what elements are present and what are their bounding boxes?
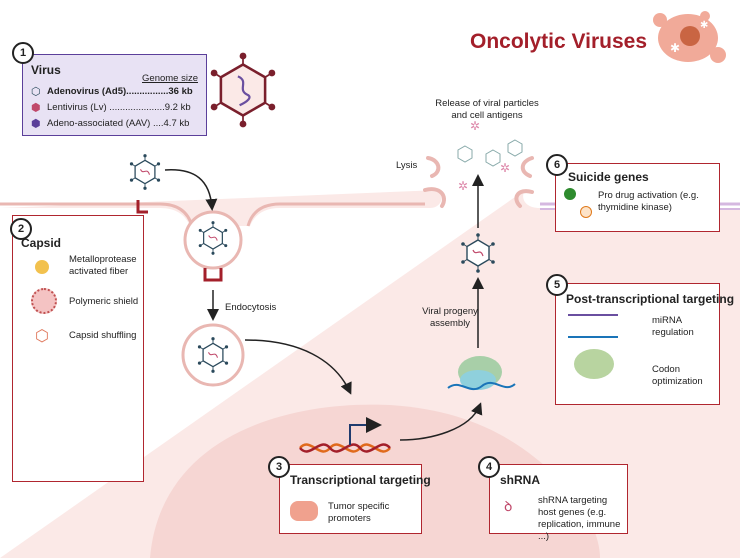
transcriptional-box: Transcriptional targeting Tumor specific…	[279, 464, 431, 534]
capsid-item-label: Capsid shuffling	[69, 330, 137, 341]
capsid-box: Capsid Metalloprotease activated fiber P…	[12, 215, 144, 482]
post-transcriptional-heading: Post-transcriptional targeting	[566, 292, 735, 306]
svg-text:✱: ✱	[670, 41, 680, 55]
svg-text:✲: ✲	[470, 119, 480, 133]
polymeric-shield-icon	[31, 288, 57, 314]
metalloprotease-fiber-icon	[35, 260, 49, 274]
page-title: Oncolytic Viruses	[470, 30, 648, 53]
capsid-item-label: Polymeric shield	[69, 296, 139, 307]
prodrug-icon	[564, 188, 576, 200]
virus-row: Adeno-associated (AAV) ....4.7 kb	[47, 118, 190, 129]
capsid-heading: Capsid	[21, 236, 62, 250]
shrna-heading: shRNA	[500, 473, 541, 487]
step-badge-4: 4	[478, 456, 500, 478]
adenovirus-icon: ⬡	[31, 86, 41, 98]
shrna-item: shRNA targeting host genes (e.g. replica…	[538, 495, 621, 542]
mirna-icon	[568, 314, 618, 338]
capsid-shuffling-icon: ⬡	[35, 328, 49, 345]
shrna-icon: ꝺ	[504, 498, 513, 514]
post-item-label: miRNA regulation	[652, 315, 694, 338]
svg-text:✲: ✲	[458, 179, 468, 193]
suicide-genes-box: Suicide genes Pro drug activation (e.g. …	[555, 163, 720, 232]
svg-text:✱: ✱	[700, 20, 708, 31]
genome-size-header: Genome size	[142, 73, 198, 84]
enzyme-icon	[580, 206, 592, 218]
step-badge-6: 6	[546, 154, 568, 176]
post-transcriptional-box: Post-transcriptional targeting miRNA reg…	[555, 283, 734, 405]
release-label: Release of viral particles and cell anti…	[435, 98, 539, 121]
virus-heading: Virus	[31, 63, 61, 77]
step-badge-3: 3	[268, 456, 290, 478]
virus-box: Virus Genome size ⬡ Adenovirus (Ad5)....…	[22, 54, 207, 136]
endocytosis-label: Endocytosis	[225, 302, 277, 313]
suicide-item: Pro drug activation (e.g. thymidine kina…	[598, 190, 699, 213]
shrna-box: shRNA ꝺ shRNA targeting host genes (e.g.…	[489, 464, 628, 542]
step-badge-1: 1	[12, 42, 34, 64]
assembly-label: Viral progeny assembly	[422, 306, 478, 329]
promoter-icon	[290, 501, 318, 521]
step-badge-5: 5	[546, 274, 568, 296]
capsid-item-label: Metalloprotease activated fiber	[69, 254, 137, 277]
ribosome-icon	[574, 349, 614, 379]
lentivirus-icon: ⬢	[31, 102, 41, 114]
transcriptional-heading: Transcriptional targeting	[290, 473, 431, 487]
transcriptional-item: Tumor specific promoters	[328, 501, 390, 524]
lysis-label: Lysis	[396, 160, 418, 171]
suicide-heading: Suicide genes	[568, 170, 649, 184]
post-item-label: Codon optimization	[652, 364, 703, 387]
virus-row: Lentivirus (Lv) .....................9.2…	[47, 102, 191, 113]
step-badge-2: 2	[10, 218, 32, 240]
svg-text:✲: ✲	[500, 161, 510, 175]
virus-row: Adenovirus (Ad5)................36 kb	[47, 86, 193, 97]
aav-icon: ⬢	[31, 118, 41, 130]
